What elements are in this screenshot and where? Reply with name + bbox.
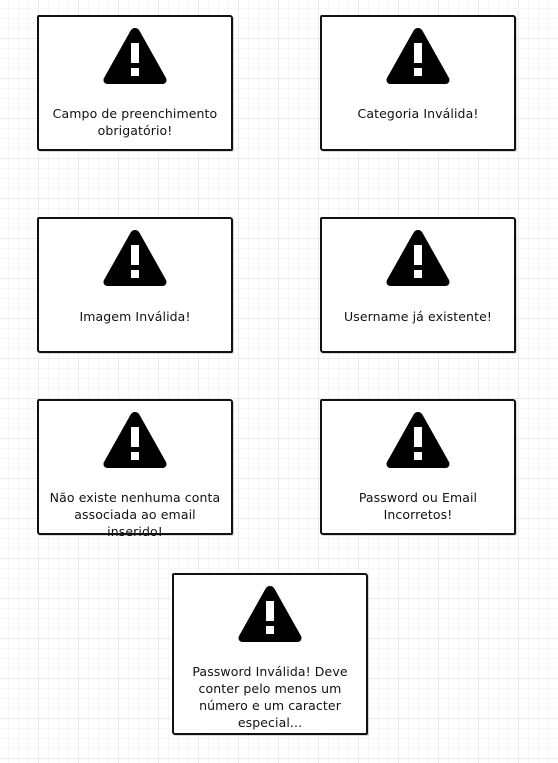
error-card-invalid-password: Password Inválida! Deve conter pelo meno… bbox=[172, 573, 368, 735]
error-message: Password Inválida! Deve conter pelo meno… bbox=[192, 664, 348, 730]
error-card-no-account: Não existe nenhuma conta associada ao em… bbox=[37, 399, 233, 539]
error-card-required-field: Campo de preenchimento obrigatório! bbox=[37, 15, 233, 151]
error-message: Password ou Email Incorretos! bbox=[358, 490, 478, 522]
warning-icon bbox=[385, 26, 451, 86]
warning-icon bbox=[237, 584, 303, 644]
error-message: Campo de preenchimento obrigatório! bbox=[52, 106, 218, 138]
error-card-invalid-category: Categoria Inválida! bbox=[320, 15, 516, 151]
error-message: Categoria Inválida! bbox=[357, 106, 479, 121]
error-card-username-exists: Username já existente! bbox=[320, 217, 516, 353]
error-message: Não existe nenhuma conta associada ao em… bbox=[49, 490, 221, 539]
warning-icon bbox=[385, 410, 451, 470]
error-card-wrong-credentials: Password ou Email Incorretos! bbox=[320, 399, 516, 535]
warning-icon bbox=[385, 228, 451, 288]
warning-icon bbox=[102, 228, 168, 288]
error-message: Username já existente! bbox=[344, 309, 492, 324]
error-message: Imagem Inválida! bbox=[79, 309, 191, 324]
error-card-invalid-image: Imagem Inválida! bbox=[37, 217, 233, 353]
warning-icon bbox=[102, 410, 168, 470]
warning-icon bbox=[102, 26, 168, 86]
